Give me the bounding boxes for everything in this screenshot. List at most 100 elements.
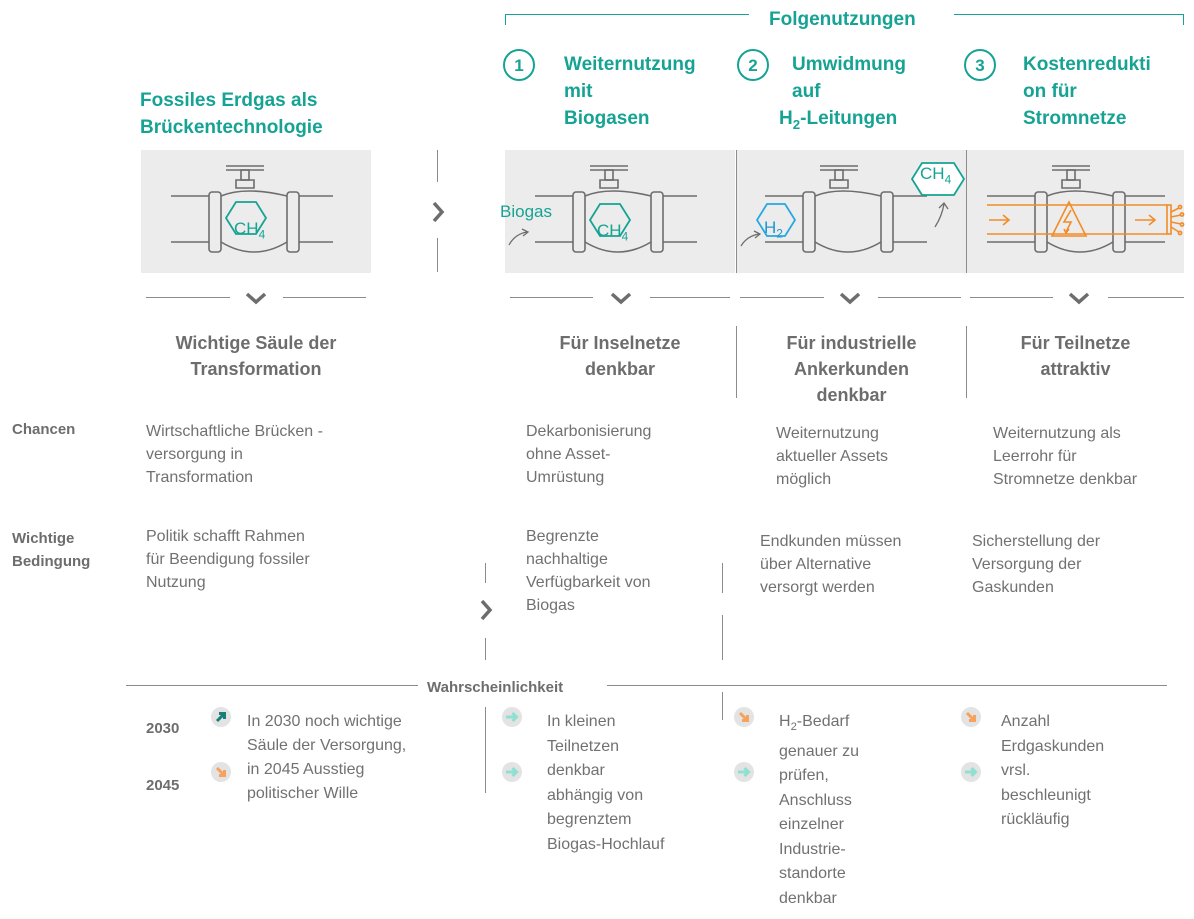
chancen-col2-line: Dekarbonisierung: [526, 423, 652, 440]
probability-col4-line: rückläufig: [1001, 811, 1070, 828]
biogas-label: Biogas: [500, 202, 552, 221]
folgenutzungen-label: Folgenutzungen: [769, 9, 916, 30]
chancen-col1: Wirtschaftliche Brücken - versorgung in …: [146, 420, 323, 489]
divider-prob-1-2: [485, 707, 486, 793]
probability-col1-line: In 2030 noch wichtige: [247, 713, 402, 730]
divider-col3-col4: [966, 150, 967, 273]
option-1-line1: Weiternutzung: [564, 54, 696, 75]
chancen-col1-line: Wirtschaftliche Brücken -: [146, 423, 323, 440]
arrow-right-icon: [961, 762, 981, 782]
bedingung-col2: Begrenzte nachhaltige Verfügbarkeit von …: [526, 525, 651, 617]
arrow-down-icon: [734, 707, 754, 727]
row-label-chancen: Chancen: [12, 421, 76, 438]
pipe-valve-icon: [740, 162, 966, 253]
probability-col2-line: begrenztem: [547, 811, 632, 828]
chancen-col2-line: ohne Asset-: [526, 446, 611, 463]
probability-col2-line: Biogas-Hochlauf: [547, 835, 665, 853]
probability-col1-line: Säule der Versorgung,: [247, 737, 407, 754]
chevron-down-icon: [1068, 292, 1090, 305]
arrow-right-icon: [502, 707, 522, 727]
pipe-valve-icon: [987, 165, 1185, 253]
bedingung-col1-line: für Beendigung fossiler: [146, 551, 310, 568]
bedingung-col4-line: Gaskunden: [972, 579, 1054, 596]
bedingung-col2-line: Begrenzte: [526, 528, 599, 545]
chevron-right-icon: [480, 599, 493, 621]
probability-col2-line: In kleinen: [547, 713, 616, 730]
probability-col3-line: Industrie-: [779, 840, 846, 858]
subtitle-col2-line1: Für Inselnetze: [559, 333, 681, 353]
probability-line-right: [607, 685, 1167, 686]
divider-mid-bottom: [485, 638, 486, 660]
chancen-col2-line: Umrüstung: [526, 469, 605, 486]
probability-col3-line: standorte: [779, 865, 846, 883]
probability-label: Wahrscheinlichkeit: [427, 679, 564, 696]
bedingung-col1-line: Politik schafft Rahmen: [146, 528, 305, 545]
subtitle-col3: Für industrielle Ankerkunden denkbar: [737, 330, 966, 408]
chevron-right-icon: [432, 201, 445, 223]
divider-top: [437, 150, 438, 182]
probability-col3-line: genauer zu: [779, 742, 860, 760]
bedingung-col3-line: über Alternative: [760, 556, 872, 573]
arrow-right-icon: [734, 762, 754, 782]
year-2045: 2045: [146, 777, 180, 794]
option-number-1: 1: [503, 49, 535, 81]
probability-col3-line: denkbar: [779, 889, 837, 907]
option-3-line1: Kostenredukti: [1023, 54, 1151, 75]
arrow-down-icon: [961, 707, 981, 727]
probability-col4: Anzahl Erdgaskunden vrsl. beschleunigt r…: [1001, 710, 1104, 833]
subtitle-col2: Für Inselnetze denkbar: [505, 330, 735, 382]
subtitle-col4-line2: attraktiv: [1040, 359, 1111, 379]
divider-mid-top: [485, 563, 486, 583]
illustration-panel-biogas: Biogas CH4: [500, 150, 735, 273]
probability-col3-line: H2-Bedarf: [779, 713, 850, 734]
bedingung-col3-line: versorgt werden: [760, 579, 875, 596]
col1-title-line2: Brückentechnologie: [140, 117, 323, 138]
chancen-col3-line: möglich: [776, 471, 832, 488]
bedingung-col3-line: Endkunden müssen: [760, 533, 902, 550]
probability-col3: H2-Bedarf genauer zu prüfen, Anschluss e…: [779, 710, 859, 911]
bedingung-col2-line: Biogas: [526, 597, 575, 614]
pipe-valve-icon: [508, 165, 697, 253]
option-2-line1: Umwidmung: [792, 54, 906, 75]
chancen-col4-line: Stromnetze denkbar: [993, 471, 1138, 488]
subtitle-col2-line2: denkbar: [584, 359, 656, 379]
chancen-col4-line: Weiternutzung als: [993, 425, 1121, 442]
row-label-bedingung: Wichtige Bedingung: [12, 527, 90, 573]
probability-col2-line: denkbar: [547, 762, 605, 779]
option-3-line3: Stromnetze: [1023, 108, 1127, 129]
subtitle-col1: Wichtige Säule der Transformation: [141, 330, 371, 382]
row-label-bedingung-line2: Bedingung: [12, 553, 91, 570]
probability-col1-line: in 2045 Ausstieg: [247, 761, 365, 778]
pipe-valve-icon: [171, 165, 333, 253]
col1-title-line1: Fossiles Erdgas als: [140, 90, 318, 111]
option-number-2: 2: [737, 49, 769, 81]
chevron-down-icon: [245, 292, 267, 305]
bedingung-col2-line: Verfügbarkeit von: [526, 574, 651, 591]
option-1-title: Weiternutzung mit Biogasen: [564, 51, 696, 132]
probability-col1: In 2030 noch wichtige Säule der Versorgu…: [247, 710, 406, 806]
illustration-panel-fossil: CH4: [141, 150, 371, 273]
chevron-down-icon: [610, 292, 632, 305]
subtitle-col1-line1: Wichtige Säule der: [175, 333, 337, 353]
divider-sub-3-4: [966, 326, 967, 398]
subtitle-col4-line1: Für Teilnetze: [1020, 333, 1131, 353]
probability-col4-line: beschleunigt: [1001, 786, 1091, 804]
option-1-line3: Biogasen: [564, 108, 650, 129]
subtitle-col3-line2: Ankerkunden: [793, 359, 910, 379]
divider-sub-2-3: [736, 326, 737, 398]
year-2030: 2030: [146, 720, 180, 737]
divider-prob-2-3: [722, 692, 723, 720]
bedingung-col1-line: Nutzung: [146, 574, 206, 591]
chancen-col1-line: Transformation: [146, 469, 253, 486]
bedingung-col2-line: nachhaltige: [526, 551, 608, 568]
probability-line-left: [126, 685, 418, 686]
bedingung-col4-line: Sicherstellung der: [972, 533, 1101, 550]
chancen-col3-line: Weiternutzung: [776, 425, 879, 442]
subtitle-col3-line1: Für industrielle: [786, 333, 917, 353]
bedingung-col1: Politik schafft Rahmen für Beendigung fo…: [146, 525, 310, 594]
bedingung-col4-line: Versorgung der: [972, 556, 1082, 573]
probability-col4-line: vrsl.: [1001, 762, 1031, 779]
col1-title: Fossiles Erdgas als Brückentechnologie: [140, 87, 323, 141]
option-number-3: 3: [964, 49, 996, 81]
option-3-title: Kostenredukti on für Stromnetze: [1023, 51, 1151, 132]
